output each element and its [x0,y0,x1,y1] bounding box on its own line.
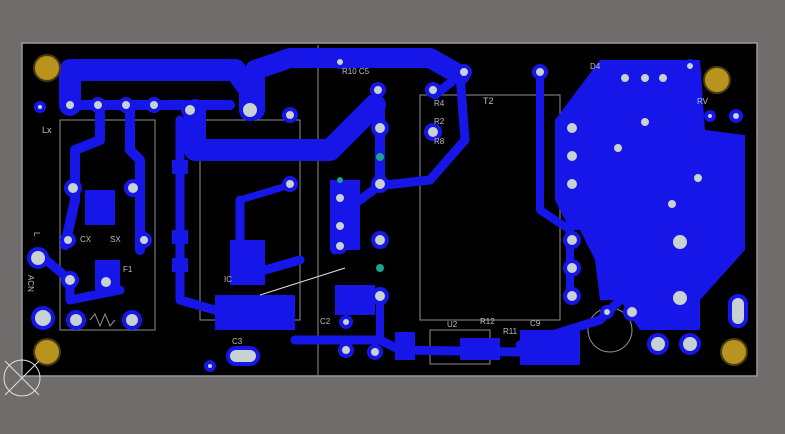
label-acn: ACN [26,275,35,292]
vias [337,153,384,272]
mounting-hole-top-left [33,54,61,82]
mounting-holes [33,54,748,366]
unconnected-holes [34,101,716,372]
component-pads [27,55,743,360]
label-u2: U2 [447,320,458,329]
silkscreen-labels: Lx R10 C5 R4 R2 R8 T2 D4 RV CX SX F1 ACN… [26,62,709,346]
label-t2: T2 [483,96,494,106]
label-c3: C3 [232,337,243,346]
mounting-hole-top-right [703,66,731,94]
ratsnest-line [259,267,346,296]
label-f1: F1 [123,265,133,274]
label-c2: C2 [320,317,331,326]
label-r11: R11 [503,327,518,336]
label-r12: R12 [480,317,495,326]
label-cx: CX [80,235,92,244]
crosshair-cursor-icon [3,359,41,397]
label-lx: Lx [42,125,52,135]
copper-pours [85,60,745,365]
label-d4: D4 [590,62,601,71]
label-sx: SX [110,235,121,244]
label-rv: RV [697,97,709,106]
label-ic: IC [224,275,232,284]
label-r8: R8 [434,137,445,146]
label-r10-c5: R10 C5 [342,67,370,76]
label-c9: C9 [530,319,541,328]
label-l: L [32,232,41,237]
label-r2: R2 [434,117,445,126]
mounting-hole-bottom-left [33,338,61,366]
oval-pads [226,294,748,366]
mounting-hole-bottom-right [720,338,748,366]
label-r4: R4 [434,99,445,108]
